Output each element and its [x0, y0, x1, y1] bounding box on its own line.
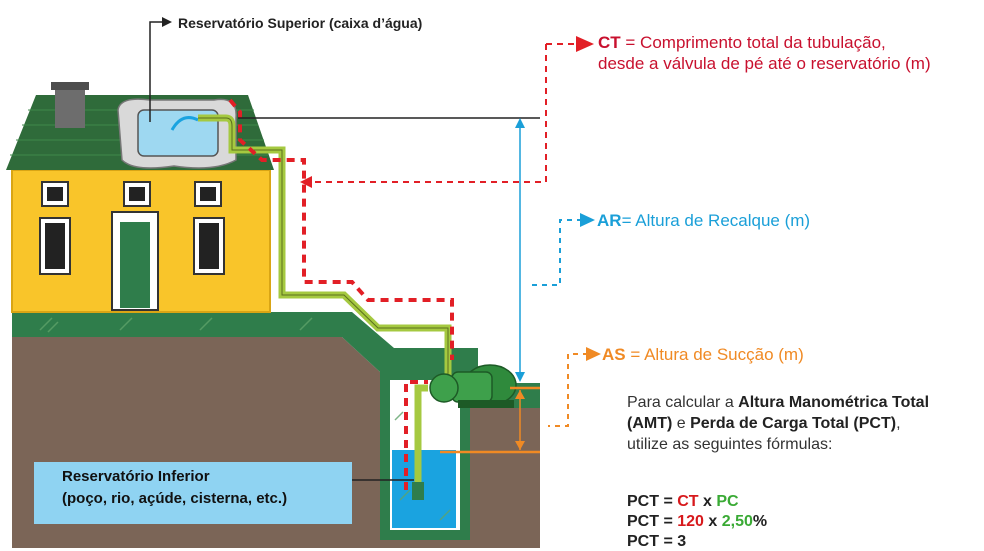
as-arrow-bottom [515, 441, 525, 450]
formula-3: PCT = 3 [627, 533, 687, 550]
instructions-line2: (AMT) e Perda de Carga Total (PCT), [627, 413, 929, 434]
upper-reservoir-label: Reservatório Superior (caixa d’água) [178, 15, 423, 31]
as-pointer [548, 353, 588, 427]
suction-pipe [414, 384, 428, 482]
instructions-prefix: Para calcular a [627, 394, 739, 411]
instructions-line3: utilize as seguintes fórmulas: [627, 436, 833, 453]
instructions-text: Para calcular a Altura Manométrica Total… [627, 392, 929, 455]
formula-2-lhs: PCT = [627, 513, 678, 530]
lower-reservoir-title: Reservatório Inferior [62, 468, 210, 485]
amt-abbr: (AMT) [627, 415, 673, 432]
chimney [55, 86, 85, 128]
lower-reservoir-examples: (poço, rio, açúde, cisterna, etc.) [62, 490, 288, 507]
water-splash [170, 116, 199, 131]
ct-abbr: CT [598, 33, 621, 52]
upper-reservoir-leader [149, 21, 164, 122]
ar-label: AR= Altura de Recalque (m) [597, 211, 810, 231]
formula-1-lhs: PCT = [627, 493, 678, 510]
formula-2-pc-value: 2,50 [721, 513, 753, 530]
grass-texture [39, 317, 451, 521]
as-label: AS = Altura de Sucção (m) [602, 345, 804, 365]
ct-suction-path [404, 380, 428, 490]
formula-2-unit: % [752, 513, 768, 530]
formula-2: PCT = 120 x 2,50% [627, 513, 767, 531]
chimney-cap [51, 82, 89, 90]
formula-2-ct-value: 120 [677, 513, 704, 530]
ct-path [228, 98, 454, 360]
ar-arrow-top [515, 118, 525, 128]
ct-label-line2: desde a válvula de pé até o reservatório… [598, 54, 931, 73]
formula-1: PCT = CT x PC [627, 493, 739, 511]
lower-reservoir-box [34, 462, 352, 524]
pit-liner [381, 371, 469, 539]
pct-term: Perda de Carga Total (PCT) [690, 415, 897, 432]
pump [429, 364, 517, 408]
as-abbr: AS [602, 345, 626, 364]
ar-abbr: AR [597, 211, 622, 230]
formula-1-op: x [698, 493, 717, 510]
ar-pointer-arrow [580, 213, 595, 227]
ar-pointer [530, 219, 582, 286]
ct-desc-1: = Comprimento total da tubulação, [625, 33, 886, 52]
instructions-comma: , [896, 415, 901, 432]
formula-1-ct: CT [677, 493, 699, 510]
ar-desc: = Altura de Recalque (m) [621, 211, 811, 230]
amt-term: Altura Manométrica Total [738, 394, 930, 411]
ar-arrow-bottom [515, 372, 525, 382]
as-arrow-top [515, 390, 525, 399]
ct-label-line1: CT = Comprimento total da tubulação, [598, 33, 886, 53]
as-pointer-arrow [586, 347, 601, 361]
instructions-and: e [672, 415, 691, 432]
door [120, 222, 150, 308]
pipe-outline [198, 117, 449, 378]
ct-pointer [300, 44, 547, 183]
windows [39, 181, 225, 275]
as-desc: = Altura de Sucção (m) [630, 345, 804, 364]
upper-leader-arrowhead [162, 17, 172, 27]
formula-1-pc: PC [716, 493, 739, 510]
foot-valve [412, 482, 424, 500]
ct-arrowhead-left [300, 176, 312, 188]
formula-2-op: x [703, 513, 722, 530]
ct-arrowhead-right [576, 36, 594, 52]
instructions-line1: Para calcular a Altura Manométrica Total [627, 392, 929, 413]
